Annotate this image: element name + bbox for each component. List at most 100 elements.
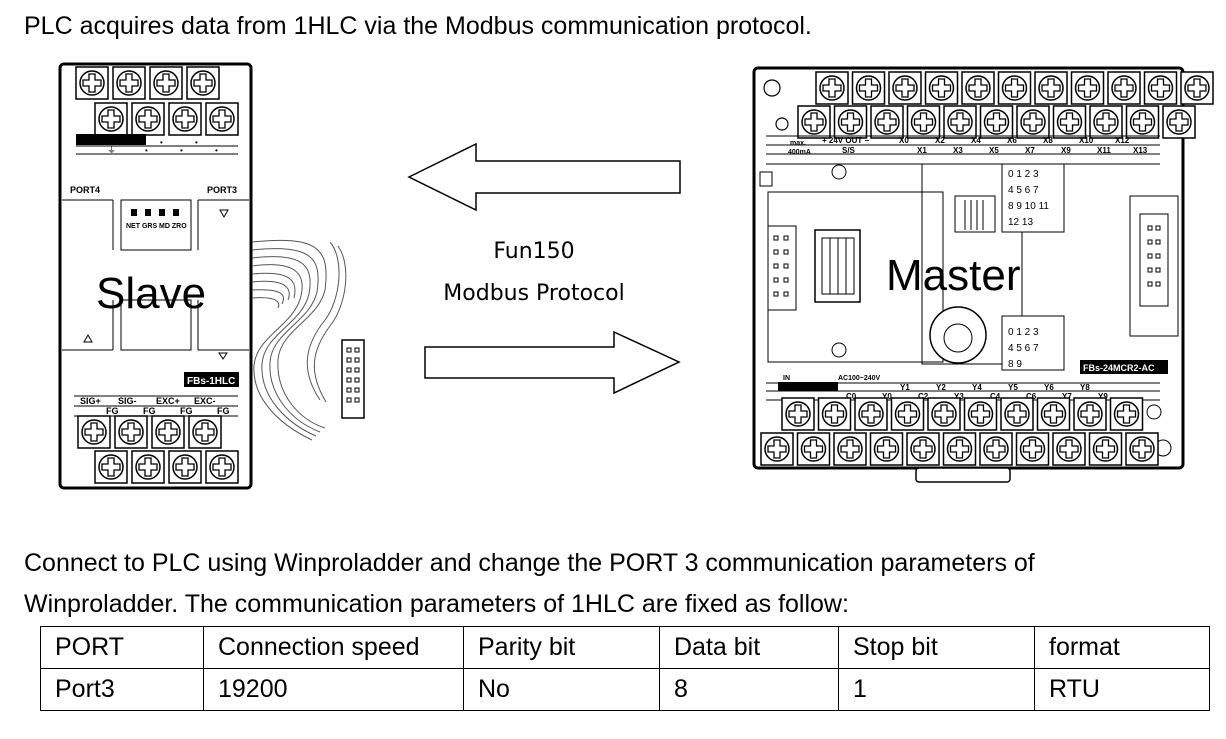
terminal-screw-icon — [890, 397, 925, 431]
terminal-screw-icon — [1143, 71, 1178, 105]
terminal-screw-icon — [1034, 71, 1068, 105]
slave-port3-label: PORT3 — [207, 185, 237, 195]
table-cell: No — [463, 668, 660, 711]
terminal-screw-icon — [1125, 105, 1160, 139]
terminal-screw-icon — [942, 432, 977, 466]
master-input-label: X6 — [1007, 136, 1017, 145]
terminal-screw-icon — [1015, 432, 1050, 466]
master-input-label: X11 — [1097, 146, 1111, 155]
terminal-screw-icon — [1180, 71, 1214, 105]
terminal-screw-icon — [943, 105, 977, 139]
master-output-led-row: 4 5 6 7 — [1008, 343, 1039, 354]
master-output-label: Y8 — [1080, 383, 1090, 392]
terminal-screw-icon — [1089, 105, 1123, 139]
slave-signal-label: SIG+ — [80, 396, 101, 406]
svg-text:400mA: 400mA — [788, 149, 811, 156]
table-header-row: PORT Connection speed Parity bit Data bi… — [40, 626, 1210, 669]
terminal-screw-icon — [851, 71, 886, 105]
svg-text:•: • — [195, 138, 198, 147]
master-input-label: X12 — [1115, 136, 1130, 145]
terminal-screw-icon — [1125, 432, 1159, 466]
terminal-screw-icon — [1052, 105, 1087, 139]
master-output-label: C0 — [846, 392, 857, 401]
svg-text:•: • — [145, 146, 148, 155]
communication-parameters-table: PORT Connection speed Parity bit Data bi… — [40, 626, 1210, 711]
slave-port4-label: PORT4 — [70, 185, 100, 195]
svg-text:S/S: S/S — [842, 146, 856, 155]
table-header-cell: format — [1034, 626, 1210, 669]
table-row: Port3 19200 No 8 1 RTU — [40, 668, 1210, 711]
svg-text:IN: IN — [783, 375, 790, 382]
master-input-led-row: 12 13 — [1008, 217, 1033, 228]
master-input-led-row: 8 9 10 11 — [1008, 201, 1049, 212]
master-input-label: X5 — [989, 146, 999, 155]
description-line-1: Connect to PLC using Winproladder and ch… — [24, 549, 1035, 577]
svg-text:•: • — [160, 138, 163, 147]
table-header-cell: Stop bit — [838, 626, 1035, 669]
master-output-led-row: 0 1 2 3 — [1008, 327, 1039, 338]
terminal-screw-icon — [797, 105, 831, 139]
svg-text:•: • — [180, 146, 183, 155]
master-output-label: Y0 — [882, 392, 892, 401]
connection-diagram: •• ••• ⏚ PORT4 PORT3 NET GRS MD ZRO Slav… — [58, 62, 1214, 490]
terminal-screw-icon — [1052, 432, 1086, 466]
svg-text:•: • — [215, 146, 218, 155]
table-cell: Port3 — [40, 668, 204, 711]
table-cell: 19200 — [203, 668, 464, 711]
terminal-screw-icon — [1016, 105, 1050, 139]
svg-text:AC100~240V: AC100~240V — [838, 375, 881, 382]
slave-signal-label: EXC+ — [156, 396, 180, 406]
arrow-right — [424, 330, 681, 395]
master-input-label: X7 — [1025, 146, 1035, 155]
ribbon-cable — [251, 239, 347, 441]
master-output-label: Y4 — [972, 383, 982, 392]
master-output-label: Y3 — [954, 392, 964, 401]
slave-signal-label: SIG- — [118, 396, 137, 406]
slave-signal-label: EXC- — [194, 396, 216, 406]
table-cell: RTU — [1034, 668, 1210, 711]
master-input-label: X9 — [1061, 146, 1071, 155]
master-output-label: Y7 — [1062, 392, 1072, 401]
function-label: Fun150 — [493, 239, 574, 264]
slave-fg-label: FG — [143, 406, 156, 416]
table-header-cell: Data bit — [659, 626, 839, 669]
terminal-screw-icon — [1107, 71, 1141, 105]
terminal-screw-icon — [1162, 105, 1196, 139]
table-header-cell: Parity bit — [463, 626, 660, 669]
master-input-label: X8 — [1043, 136, 1053, 145]
protocol-label: Modbus Protocol — [443, 281, 624, 306]
master-output-label: Y5 — [1008, 383, 1018, 392]
terminal-screw-icon — [906, 105, 941, 139]
terminal-screw-icon — [760, 432, 794, 466]
slave-model-label: FBs-1HLC — [187, 376, 235, 387]
table-header-cell: Connection speed — [203, 626, 464, 669]
master-output-label: Y6 — [1044, 383, 1054, 392]
slave-fg-label: FG — [180, 406, 193, 416]
terminal-screw-icon — [869, 432, 904, 466]
master-input-label: X1 — [917, 146, 927, 155]
terminal-screw-icon — [888, 71, 922, 105]
table-header-cell: PORT — [40, 626, 204, 669]
terminal-screw-icon — [817, 397, 852, 431]
master-output-label: Y9 — [1098, 392, 1108, 401]
terminal-screw-icon — [963, 397, 998, 431]
slave-label: Slave — [96, 269, 206, 318]
master-output-label: C2 — [918, 392, 929, 401]
terminal-screw-icon — [979, 432, 1013, 466]
master-model-label: FBs-24MCR2-AC — [1083, 363, 1155, 373]
arrow-left — [407, 142, 681, 212]
terminal-screw-icon — [1088, 432, 1123, 466]
master-input-label: X3 — [953, 146, 963, 155]
master-input-label: X2 — [935, 136, 945, 145]
table-cell: 1 — [838, 668, 1035, 711]
terminal-screw-icon — [1036, 397, 1071, 431]
terminal-screw-icon — [833, 432, 867, 466]
terminal-screw-icon — [979, 105, 1014, 139]
terminal-screw-icon — [781, 397, 815, 431]
master-input-label: X4 — [971, 136, 981, 145]
master-input-led-row: 0 1 2 3 — [1008, 169, 1039, 180]
terminal-screw-icon — [854, 397, 888, 431]
master-label: Master — [886, 251, 1020, 300]
terminal-screw-icon — [815, 71, 849, 105]
